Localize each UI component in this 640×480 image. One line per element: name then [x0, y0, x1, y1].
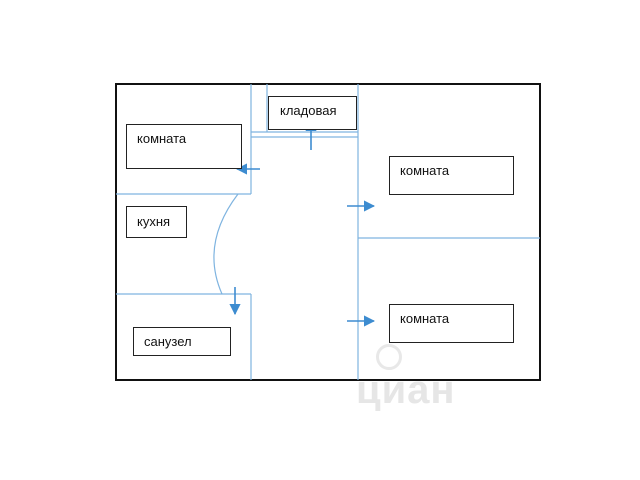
kitchen-label-text: кухня	[137, 214, 171, 229]
room-label-top-right-text: комната	[400, 163, 450, 178]
kitchen-arch	[213, 193, 239, 295]
room-label-top-left: комната	[126, 124, 242, 169]
bathroom-label: санузел	[133, 327, 231, 356]
room-label-top-left-text: комната	[137, 131, 187, 146]
storage-label: кладовая	[268, 96, 357, 130]
bathroom-label-text: санузел	[144, 334, 192, 349]
room-label-bottom-right: комната	[389, 304, 514, 343]
kitchen-label: кухня	[126, 206, 187, 238]
room-label-bottom-right-text: комната	[400, 311, 450, 326]
storage-label-text: кладовая	[280, 103, 337, 118]
room-label-top-right: комната	[389, 156, 514, 195]
outer-wall	[115, 83, 541, 381]
